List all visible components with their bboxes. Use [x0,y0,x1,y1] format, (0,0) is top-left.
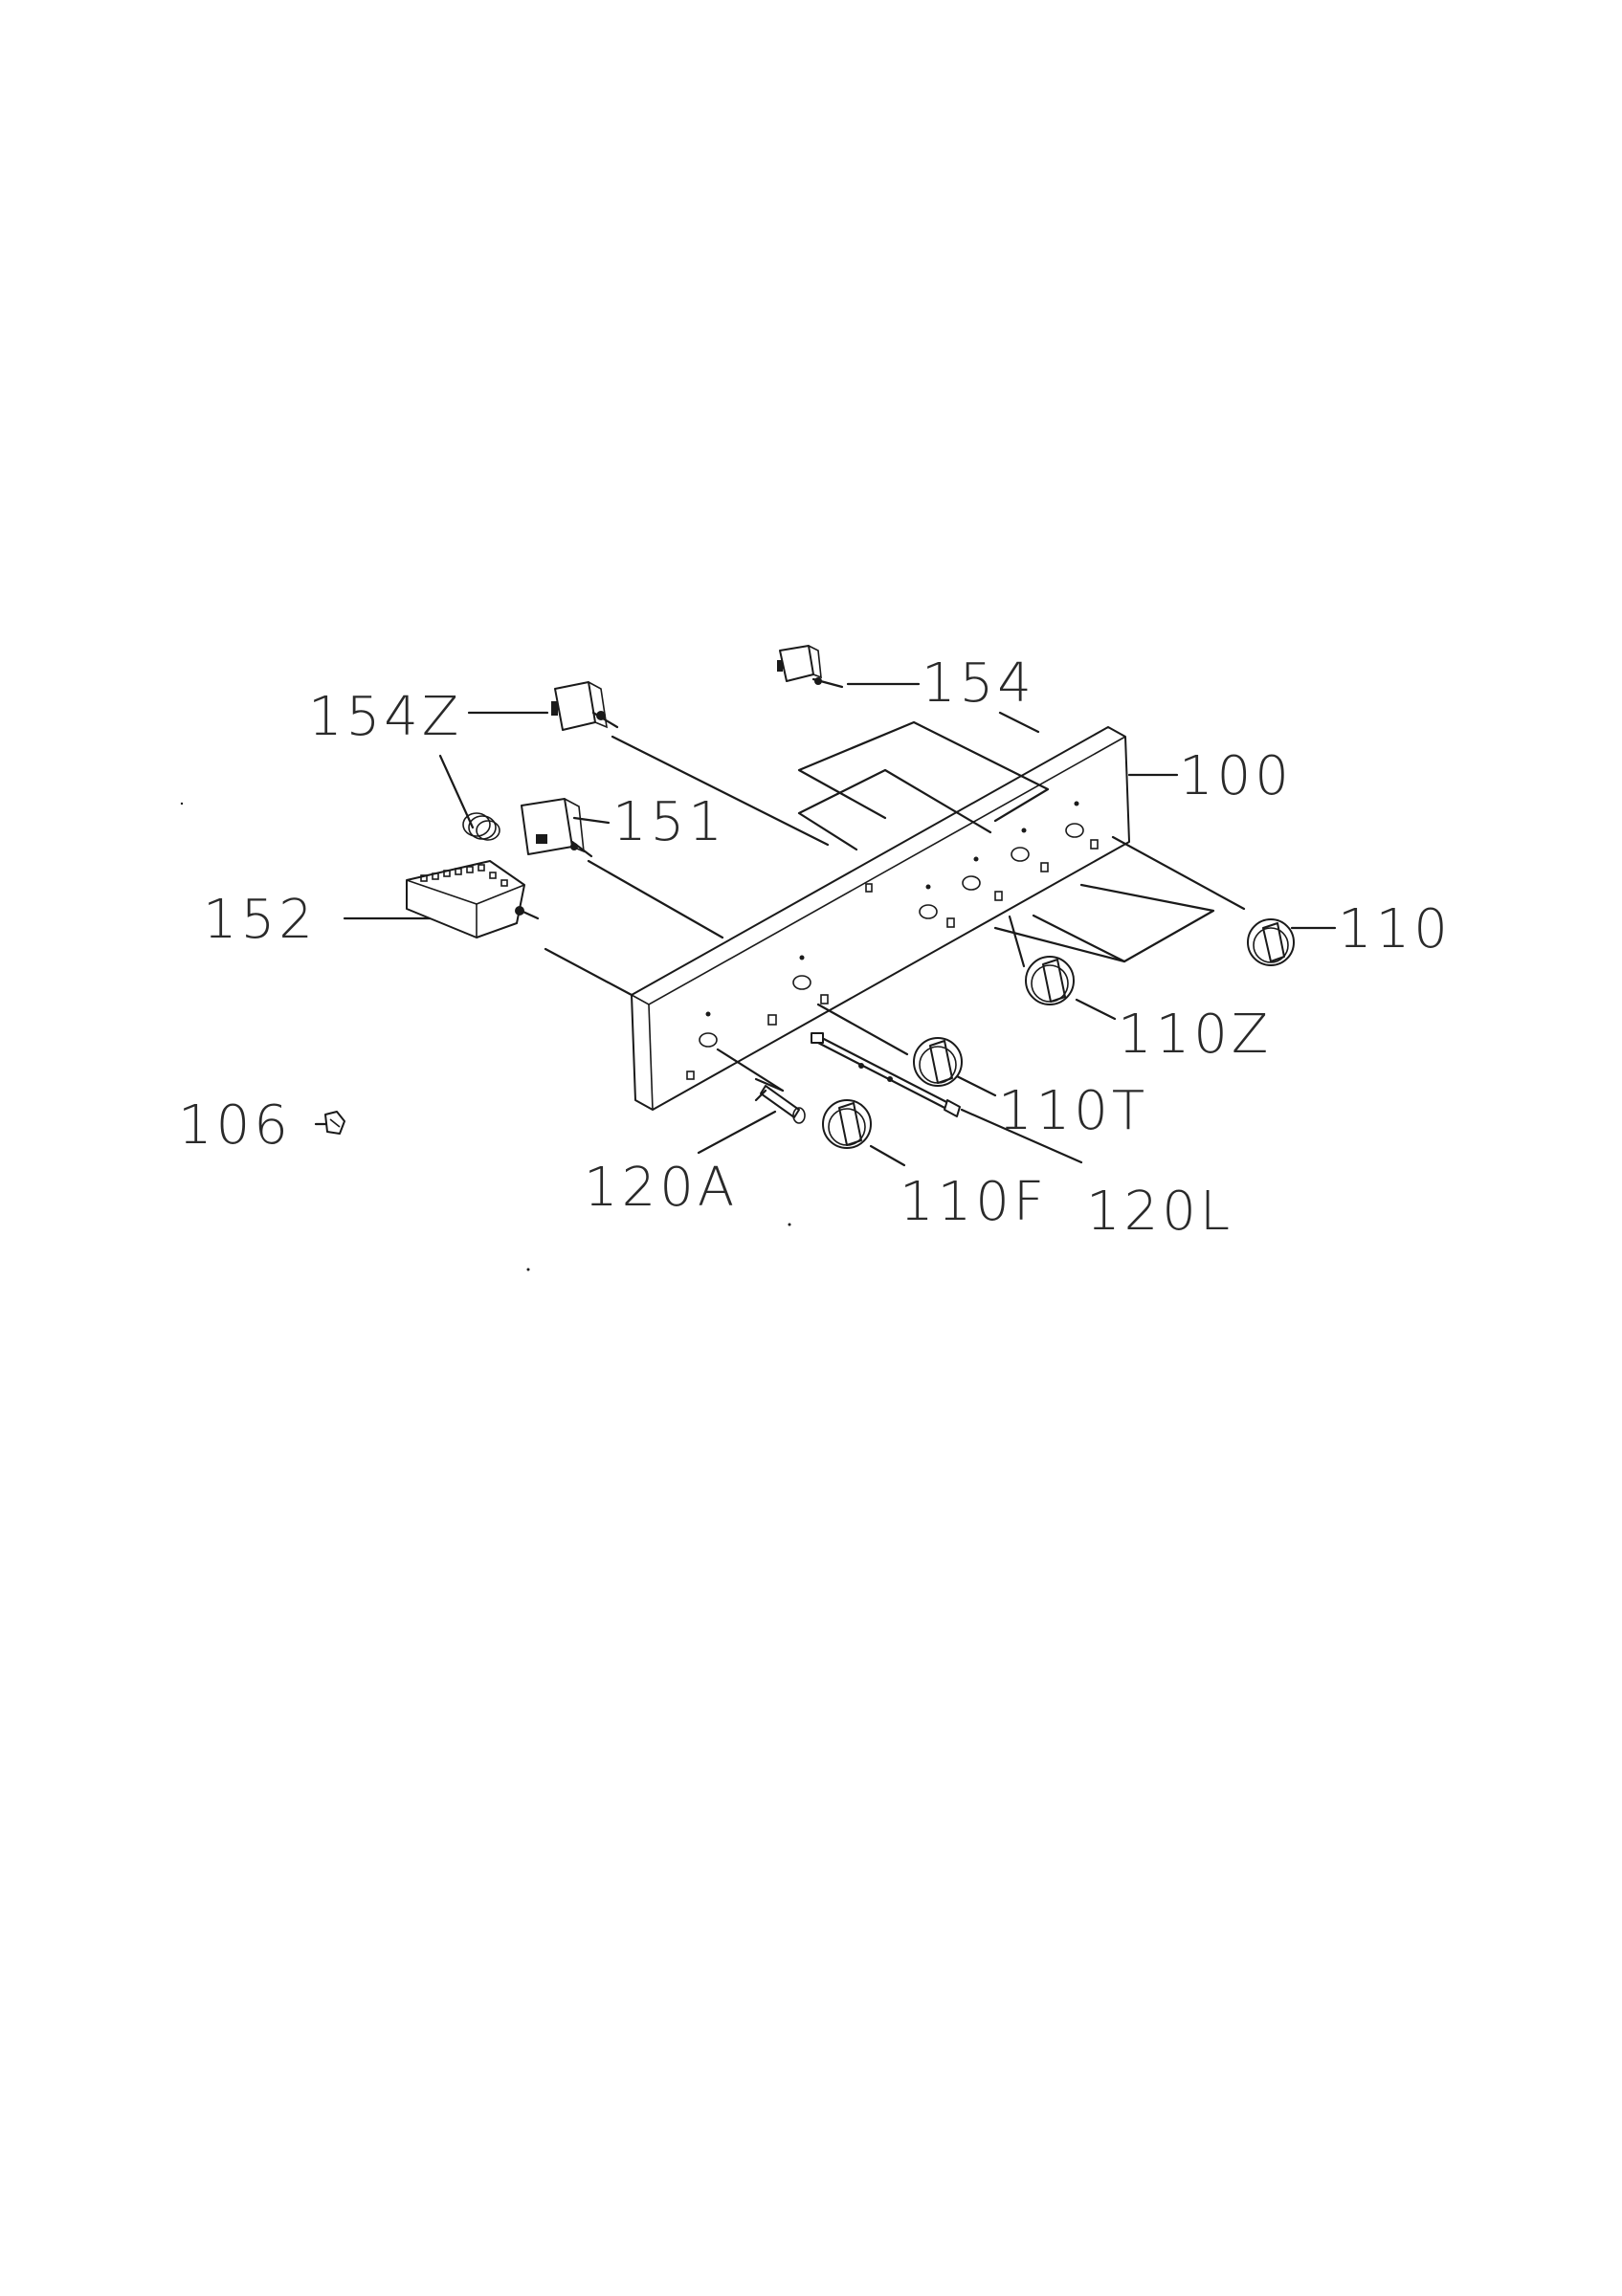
knob-110z [1025,956,1075,1005]
label-151: 151 [612,791,726,853]
label-110t: 110T [998,1080,1148,1142]
rod-120l [811,1032,961,1117]
label-154: 154 [922,652,1035,715]
label-100: 100 [1179,745,1293,807]
label-110z: 110Z [1118,1004,1272,1066]
switch-154 [777,645,844,689]
label-154z: 154Z [308,686,462,748]
label-120l: 120L [1086,1181,1233,1243]
switch-154z [551,681,619,731]
label-120a: 120A [584,1157,738,1219]
label-110f: 110F [900,1171,1048,1233]
clip-106 [324,1111,345,1135]
switch-151 [521,798,593,858]
wiring-lines [797,711,1215,963]
knob-110 [1247,918,1295,966]
spindle-120a [754,1085,806,1124]
knob-110f [822,1099,872,1149]
selector-switch-152 [406,860,540,938]
leader-lines [314,682,1337,1167]
label-106: 106 [178,1094,292,1157]
knob-110t [913,1037,963,1087]
spring [462,812,500,841]
control-panel [631,726,1130,1111]
label-152: 152 [203,889,317,951]
label-110: 110 [1338,898,1452,960]
